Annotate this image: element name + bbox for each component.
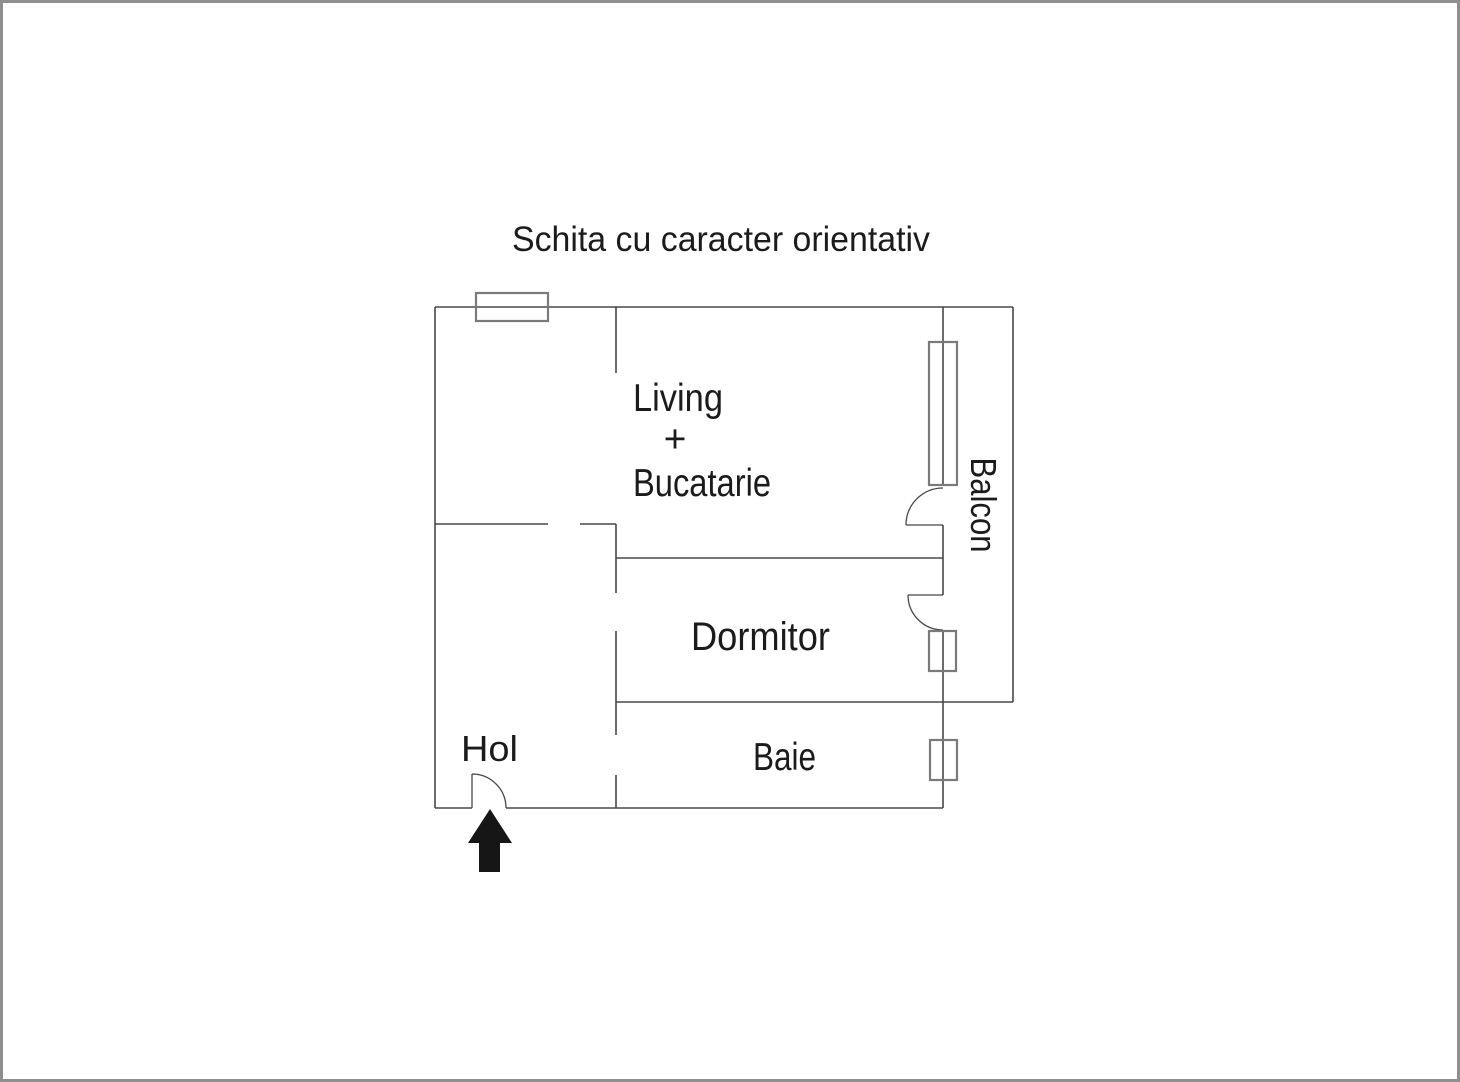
room-label-living: Living: [633, 377, 723, 420]
room-label-baie: Baie: [753, 736, 816, 779]
outer-walls: [434, 306, 1014, 809]
dormitor-balcony-window-icon: [927, 629, 958, 673]
interior-walls: [435, 307, 943, 808]
room-label-living-plus: +: [664, 418, 687, 461]
baie-window-icon: [928, 738, 959, 782]
dormitor-balcony-door-icon: [907, 594, 944, 631]
entrance-arrow-icon: [468, 809, 512, 872]
entrance-door-icon: [471, 773, 507, 809]
sketch-title: Schita cu caracter orientativ: [512, 220, 930, 259]
kitchen-window-icon: [474, 291, 550, 323]
room-label-dormitor: Dormitor: [691, 615, 830, 659]
room-label-bucatarie: Bucatarie: [633, 462, 771, 505]
floorplan-svg: Schita cu caracter orientativ Living + B…: [434, 220, 1014, 872]
room-label-hol: Hol: [461, 728, 518, 769]
living-balcony-door-icon: [905, 487, 944, 526]
living-balcony-window-icon: [927, 340, 959, 487]
room-label-balcon: Balcon: [963, 458, 1004, 553]
